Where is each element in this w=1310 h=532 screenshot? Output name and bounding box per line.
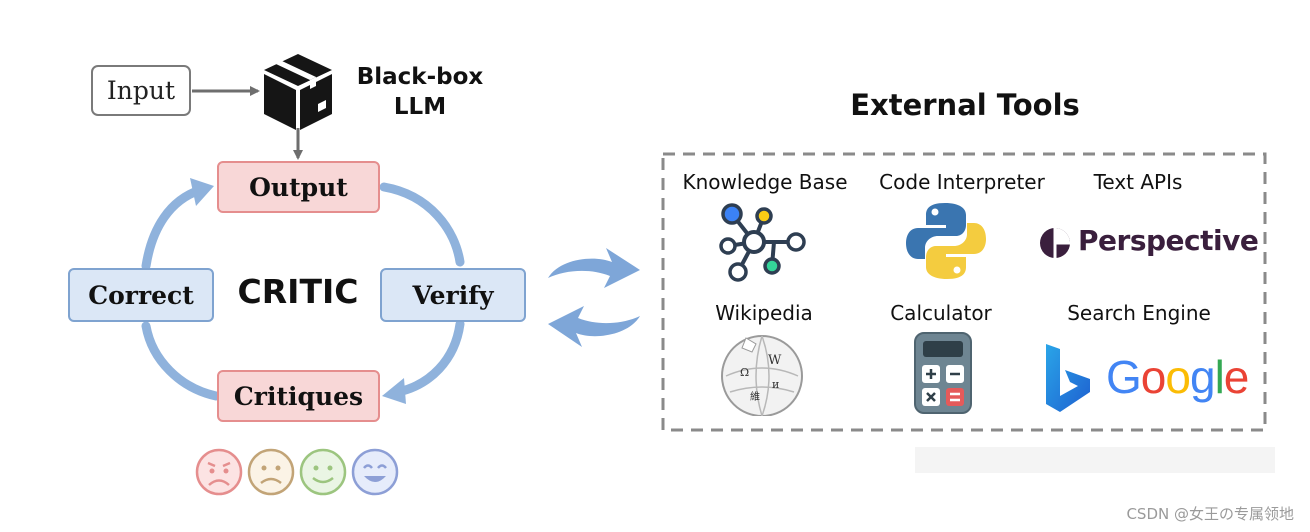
correct-node: Correct [68, 268, 214, 322]
verify-node: Verify [380, 268, 526, 322]
exchange-arrow-right [548, 248, 640, 288]
tool-label-knowledge-base: Knowledge Base [682, 170, 848, 194]
output-to-verify-arc [379, 182, 465, 267]
knowledge-graph-icon [719, 203, 806, 282]
critiques-node: Critiques [217, 370, 380, 422]
tool-label-text-apis: Text APIs [1093, 170, 1183, 194]
python-icon [906, 203, 986, 279]
critiques-to-correct-arc [141, 321, 221, 401]
svg-text:維: 維 [750, 390, 760, 403]
wikipedia-globe-icon: W Ω и 維 [721, 335, 803, 416]
emotion-faces [195, 448, 399, 496]
tools-frame [661, 152, 1267, 432]
calculator-icon [914, 332, 972, 414]
svg-text:и: и [772, 378, 779, 391]
tool-label-calculator: Calculator [890, 301, 992, 325]
svg-text:Ω: Ω [740, 366, 749, 379]
input-box: Input [91, 65, 191, 116]
llm-label-line2: LLM [393, 94, 447, 120]
tool-label-search-engine: Search Engine [1067, 301, 1211, 325]
critic-label: CRITIC [237, 272, 359, 311]
exchange-arrows [548, 248, 640, 347]
google-logo-text: Google [1106, 351, 1249, 403]
slightly-smiling-face-icon [299, 448, 347, 496]
tool-label-wikipedia: Wikipedia [715, 301, 813, 325]
svg-text:W: W [768, 353, 782, 368]
tool-label-code-interpreter: Code Interpreter [879, 170, 1045, 194]
frowning-face-icon [247, 448, 295, 496]
llm-label-line1: Black-box [356, 64, 484, 90]
exchange-arrow-left [548, 306, 640, 347]
black-box-cube-icon [264, 54, 332, 130]
correct-to-output-arc [141, 185, 205, 271]
csdn-watermark: CSDN @女王の专属领地 [1126, 505, 1294, 523]
bing-logo-icon [1046, 344, 1090, 412]
llm-label: Black-box LLM [340, 62, 500, 122]
faded-overlay-band [915, 447, 1275, 473]
verify-to-critiques-arc [393, 319, 465, 397]
output-node: Output [217, 161, 380, 213]
arrowhead-into-output [190, 178, 214, 206]
arrowhead-into-critiques [382, 378, 406, 404]
perspective-logo-text: Perspective [1078, 224, 1259, 257]
perspective-logo-icon [1040, 228, 1070, 258]
smiling-face-icon [351, 448, 399, 496]
external-tools-title: External Tools [850, 88, 1080, 122]
distressed-face-icon [195, 448, 243, 496]
